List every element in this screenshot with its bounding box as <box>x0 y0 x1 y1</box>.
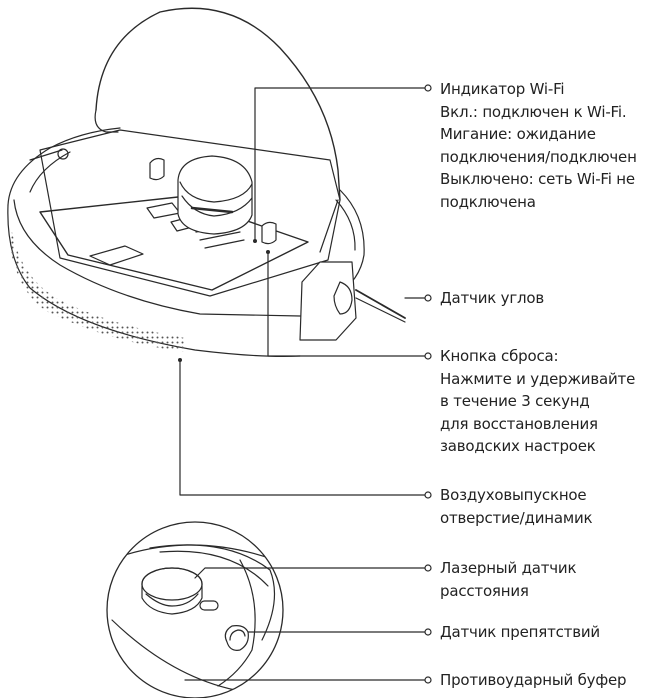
obstacle-sensor-callout: Датчик препятствий <box>440 621 600 644</box>
callout-line: расстояния <box>440 581 529 600</box>
callout-line: Нажмите и удерживайте <box>440 369 636 388</box>
callout-line: Вкл.: подключен к Wi-Fi. <box>440 102 627 121</box>
laser-distance-sensor-callout: Лазерный датчик расстояния <box>440 557 577 602</box>
wifi-indicator-callout: Индикатор Wi-Fi Вкл.: подключен к Wi-Fi.… <box>440 78 637 213</box>
leader-lines <box>178 84 432 499</box>
angle-sensor-housing <box>299 261 406 341</box>
callout-line: Индикатор Wi-Fi <box>440 80 565 98</box>
callout-line: Датчик препятствий <box>440 623 600 641</box>
callout-line: Лазерный датчик <box>440 559 577 577</box>
air-outlet-speaker-callout: Воздуховыпускное отверстие/динамик <box>440 484 593 529</box>
laser-turret <box>177 155 253 235</box>
angle-sensor-callout: Датчик углов <box>440 287 544 310</box>
callout-line: Мигание: ожидание <box>440 125 596 143</box>
callout-line: для восстановления <box>440 414 598 433</box>
callout-line: Противоударный буфер <box>440 671 627 689</box>
bumper-callout: Противоударный буфер <box>440 669 627 692</box>
callout-line: отверстие/динамик <box>440 508 593 527</box>
callout-line: Датчик углов <box>440 289 545 307</box>
callout-line: Воздуховыпускное <box>440 486 587 504</box>
zoom-detail <box>106 521 432 698</box>
callout-line: в течение 3 секунд <box>440 392 590 410</box>
callout-line: Выключено: сеть Wi-Fi не <box>440 170 635 188</box>
callout-line: Кнопка сброса: <box>440 347 559 365</box>
open-lid <box>94 7 341 253</box>
callout-line: подключена <box>440 192 536 211</box>
callout-line: заводских настроек <box>440 437 596 455</box>
callout-line: подключения/подключен <box>440 147 637 166</box>
reset-button-callout: Кнопка сброса: Нажмите и удерживайте в т… <box>440 345 635 458</box>
